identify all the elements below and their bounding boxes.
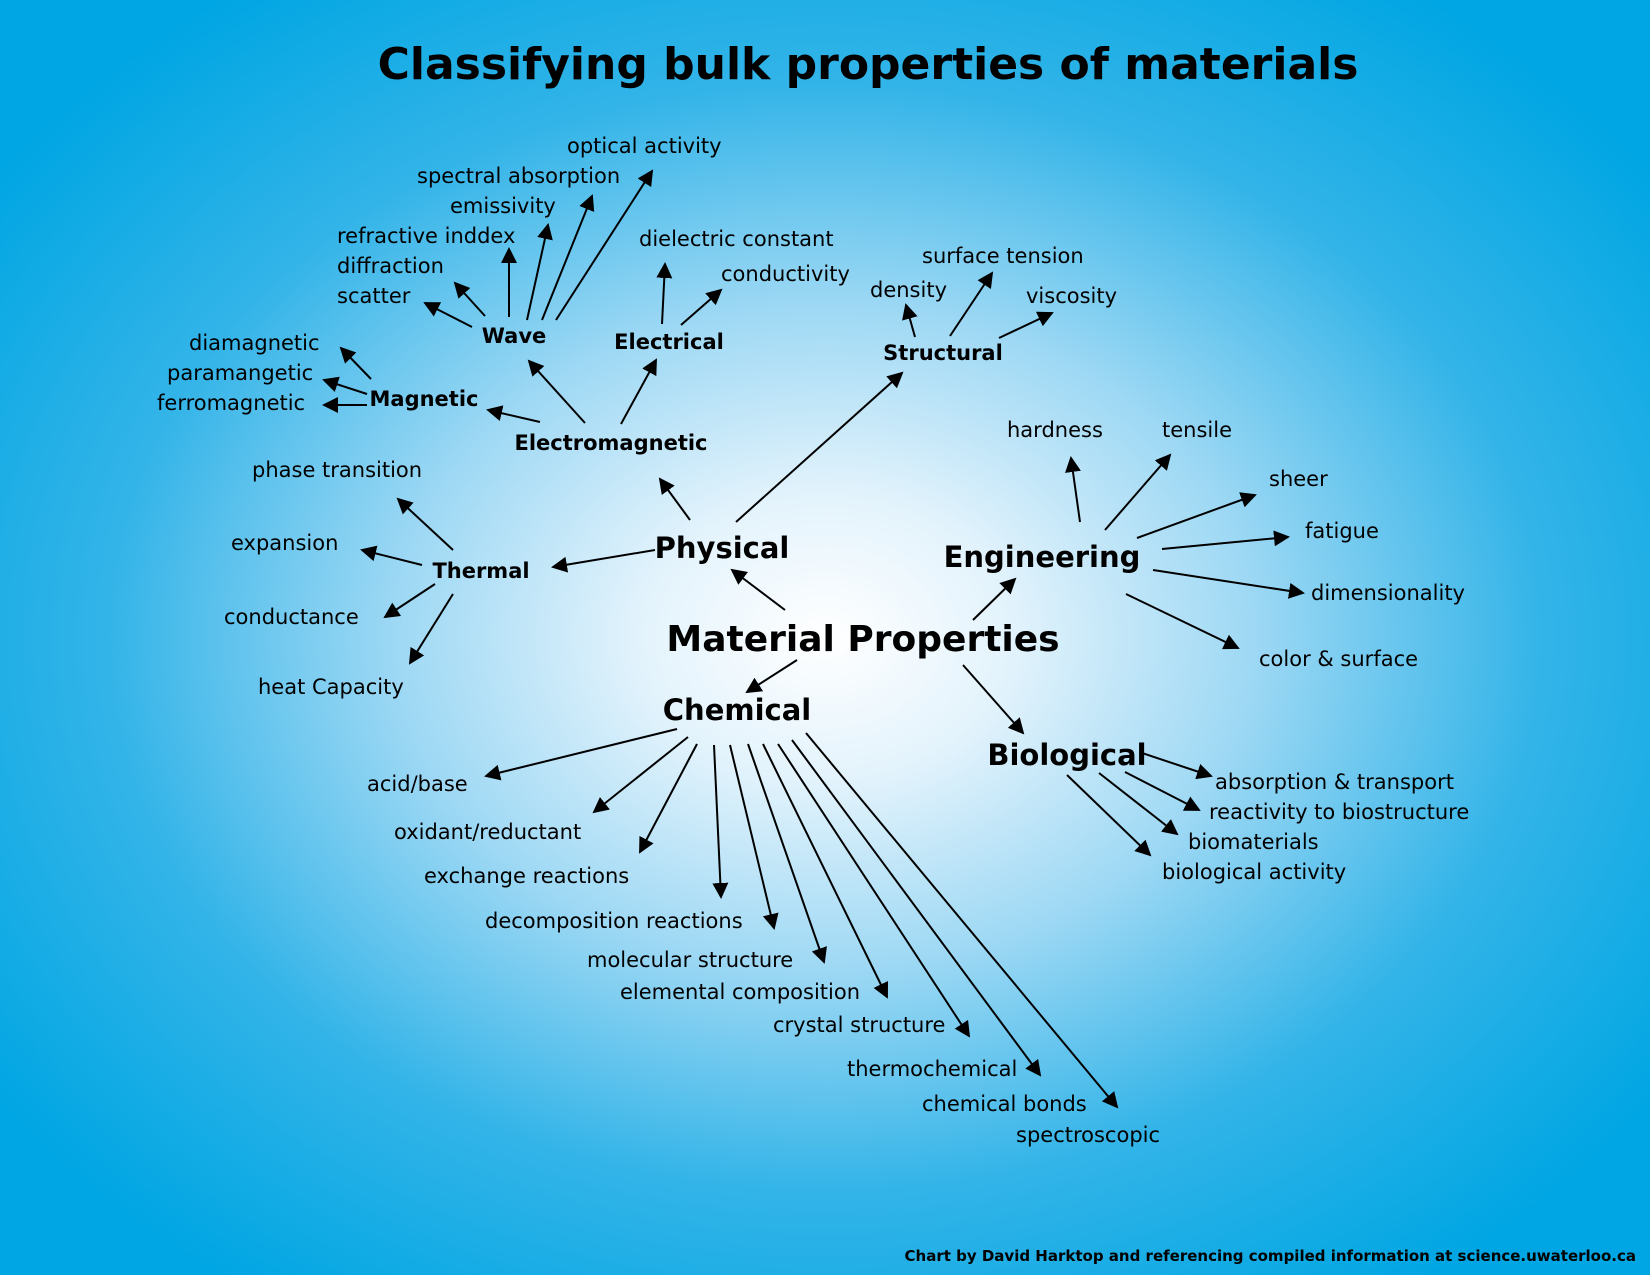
category-chemical: Chemical — [663, 693, 811, 727]
leaf-phase-transition: phase transition — [252, 458, 422, 482]
subcategory-thermal: Thermal — [432, 559, 529, 583]
arrow-wave-diffraction — [453, 281, 486, 317]
arrow-electrical-conductivity — [680, 288, 723, 326]
subcategory-electromagnetic: Electromagnetic — [514, 431, 707, 455]
leaf-tensile: tensile — [1162, 418, 1232, 442]
arrow-physical-electromagnetic — [658, 477, 691, 521]
leaf-oxidant-reductant: oxidant/reductant — [394, 820, 581, 844]
arrow-chem-molecular — [729, 744, 779, 930]
category-engineering: Engineering — [944, 540, 1141, 574]
arrow-eng-fatigue — [1161, 530, 1290, 550]
leaf-reactivity-biostructure: reactivity to biostructure — [1209, 800, 1469, 824]
leaf-sheer: sheer — [1269, 467, 1328, 491]
leaf-optical-activity: optical activity — [567, 134, 722, 158]
arrow-thermal-expansion — [360, 545, 423, 566]
arrow-thermal-conductance — [383, 583, 436, 619]
arrow-eng-hardness — [1065, 456, 1081, 523]
arrow-bio-activity — [1066, 774, 1152, 857]
leaf-conductivity: conductivity — [721, 262, 850, 286]
leaf-crystal-structure: crystal structure — [773, 1013, 945, 1037]
arrow-center-biological — [962, 664, 1025, 735]
leaf-hardness: hardness — [1007, 418, 1103, 442]
arrow-center-engineering — [972, 577, 1017, 621]
arrow-physical-thermal — [551, 549, 656, 573]
arrow-structural-surface-tension — [949, 271, 994, 337]
leaf-scatter: scatter — [337, 284, 411, 308]
arrow-chem-crystal — [762, 743, 889, 999]
arrow-wave-optical-activity — [555, 169, 654, 321]
leaf-elemental-composition: elemental composition — [620, 980, 860, 1004]
arrow-bio-absorption — [1141, 752, 1213, 780]
arrow-chem-oxidant — [592, 736, 689, 814]
arrow-magnetic-paramagnetic — [322, 376, 368, 395]
subcategory-magnetic: Magnetic — [370, 387, 479, 411]
arrow-bio-reactivity — [1124, 771, 1201, 811]
diagram-title: Classifying bulk properties of materials — [378, 39, 1359, 90]
category-physical: Physical — [655, 531, 790, 565]
center-node: Material Properties — [666, 619, 1059, 660]
leaf-exchange-reactions: exchange reactions — [424, 864, 629, 888]
arrow-physical-structural — [735, 371, 904, 523]
leaf-molecular-structure: molecular structure — [587, 948, 793, 972]
leaf-density: density — [870, 278, 947, 302]
leaf-viscosity: viscosity — [1026, 284, 1117, 308]
leaf-decomposition-reactions: decomposition reactions — [485, 909, 743, 933]
leaf-refractive-index: refractive inddex — [337, 224, 515, 248]
arrow-center-physical — [730, 568, 786, 611]
arrow-chem-elemental — [747, 743, 827, 964]
arrow-chem-acid-base — [484, 728, 678, 781]
leaf-color-surface: color & surface — [1259, 647, 1418, 671]
arrow-structural-viscosity — [998, 311, 1054, 339]
leaf-biological-activity: biological activity — [1162, 860, 1346, 884]
arrow-chem-bonds — [791, 739, 1042, 1077]
leaf-fatigue: fatigue — [1305, 519, 1379, 543]
arrow-thermal-heat-capacity — [408, 593, 454, 665]
arrow-electrical-dielectric — [656, 262, 673, 325]
leaf-diamagnetic: diamagnetic — [189, 331, 320, 355]
arrow-em-magnetic — [486, 405, 541, 423]
arrow-thermal-phase-transition — [396, 497, 454, 551]
leaf-dimensionality: dimensionality — [1311, 581, 1465, 605]
leaf-thermochemical: thermochemical — [847, 1057, 1017, 1081]
subcategory-electrical: Electrical — [614, 330, 724, 354]
arrow-chem-decomposition — [712, 744, 729, 899]
leaf-spectroscopic: spectroscopic — [1016, 1123, 1160, 1147]
leaf-ferromagnetic: ferromagnetic — [157, 391, 305, 415]
arrow-em-wave — [527, 359, 586, 424]
arrow-eng-sheer — [1136, 492, 1257, 539]
subcategory-wave: Wave — [482, 324, 547, 348]
leaf-expansion: expansion — [231, 531, 338, 555]
leaf-chemical-bonds: chemical bonds — [922, 1092, 1087, 1116]
arrow-bio-biomaterials — [1098, 772, 1179, 836]
leaf-absorption-transport: absorption & transport — [1215, 770, 1454, 794]
leaf-acid-base: acid/base — [367, 772, 468, 796]
leaf-dielectric-constant: dielectric constant — [639, 227, 834, 251]
arrow-eng-dimensionality — [1152, 569, 1305, 599]
subcategory-structural: Structural — [883, 341, 1003, 365]
leaf-paramagnetic: paramangetic — [167, 361, 313, 385]
arrow-chem-spectroscopic — [805, 732, 1119, 1109]
arrows — [322, 169, 1305, 1109]
arrow-chem-exchange — [639, 743, 698, 854]
leaf-conductance: conductance — [224, 605, 359, 629]
arrow-wave-emissivity — [526, 223, 553, 321]
leaf-surface-tension: surface tension — [922, 244, 1084, 268]
arrow-chem-thermochemical — [777, 743, 971, 1038]
arrow-wave-scatter — [423, 302, 473, 328]
arrow-center-chemical — [745, 659, 798, 694]
credit-line: Chart by David Harktop and referencing c… — [905, 1247, 1636, 1265]
arrow-structural-density — [902, 303, 918, 338]
leaf-diffraction: diffraction — [337, 254, 444, 278]
leaf-biomaterials: biomaterials — [1188, 830, 1319, 854]
arrow-magnetic-diamagnetic — [339, 346, 372, 380]
arrow-wave-spectral-absorption — [541, 194, 595, 321]
arrow-eng-color-surface — [1125, 593, 1240, 650]
leaf-emissivity: emissivity — [450, 194, 556, 218]
leaf-spectral-absorption: spectral absorption — [417, 164, 620, 188]
leaf-heat-capacity: heat Capacity — [258, 675, 404, 699]
category-biological: Biological — [987, 738, 1146, 772]
arrow-em-electrical — [620, 358, 657, 425]
arrow-eng-tensile — [1104, 453, 1172, 531]
